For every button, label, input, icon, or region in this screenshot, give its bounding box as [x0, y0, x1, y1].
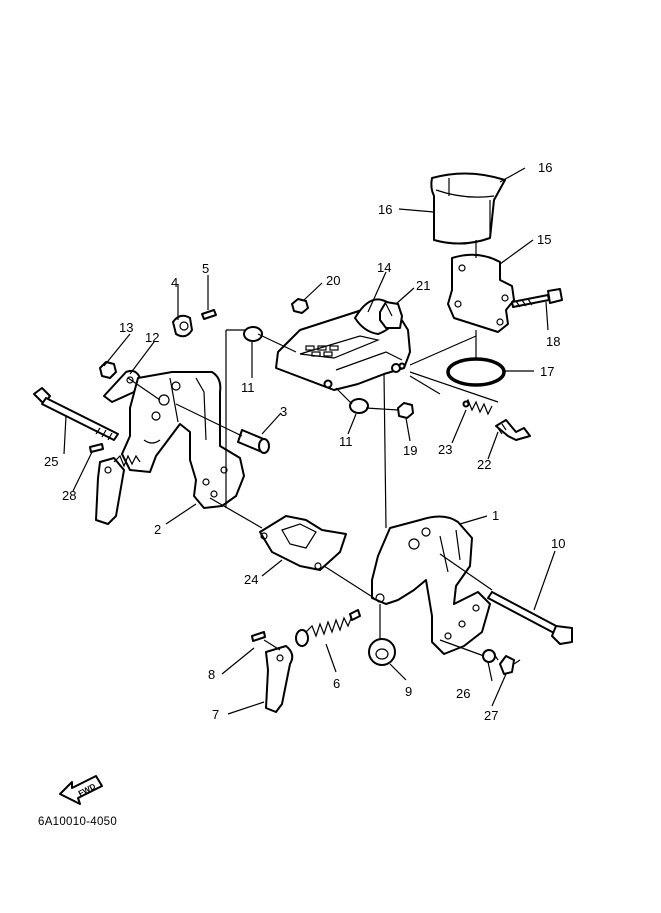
callout-3: 3: [280, 404, 287, 419]
part-21-cap: [379, 301, 403, 329]
leader-lines: [63, 167, 556, 715]
drawing-code: 6A10010-4050: [38, 816, 118, 828]
part-15-clamp-half: [447, 253, 515, 333]
part-1-clamp-bracket-starboard: [371, 515, 491, 655]
part-20-nut: [291, 298, 309, 314]
assembly-lines: [127, 240, 499, 657]
part-5-pin: [201, 309, 217, 320]
callout-12: 12: [145, 330, 159, 345]
callout-4: 4: [171, 275, 178, 290]
callout-7: 7: [212, 707, 219, 722]
callout-16-upper: 16: [538, 160, 552, 175]
part-17-o-ring: [446, 357, 506, 387]
part-16-sleeve: [430, 172, 506, 245]
part-3-tube: [237, 429, 270, 454]
part-clamp-lever-left: [95, 457, 125, 525]
callout-22: 22: [477, 457, 491, 472]
part-28-pin: [89, 443, 104, 453]
callout-19: 19: [403, 443, 417, 458]
part-6-clamp-screw: [295, 609, 361, 647]
part-13-nut: [99, 361, 117, 379]
callout-15: 15: [537, 232, 551, 247]
part-19-nut: [397, 402, 414, 419]
callout-23: 23: [438, 442, 452, 457]
part-9-clamp-pad: [368, 638, 396, 666]
callout-26: 26: [456, 686, 470, 701]
fwd-arrow-icon: FWD: [59, 775, 103, 805]
callout-18: 18: [546, 334, 560, 349]
callout-14: 14: [377, 260, 391, 275]
callout-17: 17: [540, 364, 554, 379]
part-11-washer-upper: [243, 326, 263, 342]
callout-11-lower: 11: [339, 434, 353, 449]
callout-9: 9: [405, 684, 412, 699]
part-7-lever: [265, 645, 294, 713]
part-25-through-bolt: [33, 387, 119, 441]
part-26-washer: [482, 649, 496, 663]
part-18-bolt: [511, 288, 563, 308]
callout-25: 25: [44, 454, 58, 469]
callout-13: 13: [119, 320, 133, 335]
callout-8: 8: [208, 667, 215, 682]
part-10-through-bolt: [487, 591, 573, 645]
callout-11-upper: 11: [241, 380, 255, 395]
callout-1: 1: [492, 508, 499, 523]
part-8-pin: [251, 631, 266, 642]
callout-6: 6: [333, 676, 340, 691]
callout-10: 10: [551, 536, 565, 551]
callout-16-lower: 16: [378, 202, 392, 217]
part-27-wing-nut: [493, 653, 521, 675]
callout-24: 24: [244, 572, 258, 587]
callout-numbers: 1 2 3 4 5 6 7 8 9 10 11 11 12 13 14 15 1…: [44, 160, 565, 723]
callout-2: 2: [154, 522, 161, 537]
part-clamp-screw-left: [113, 454, 141, 468]
part-24-clamp-pad: [259, 515, 347, 571]
part-4-stopper: [172, 314, 193, 338]
part-11-washer-lower: [349, 398, 369, 414]
part-14-swivel-bracket: [275, 298, 411, 391]
part-22-wing-bolt: [495, 419, 531, 441]
callout-20: 20: [326, 273, 340, 288]
callout-5: 5: [202, 261, 209, 276]
callout-28: 28: [62, 488, 76, 503]
callout-21: 21: [416, 278, 430, 293]
part-23-spring: [462, 398, 493, 416]
callout-27: 27: [484, 708, 498, 723]
